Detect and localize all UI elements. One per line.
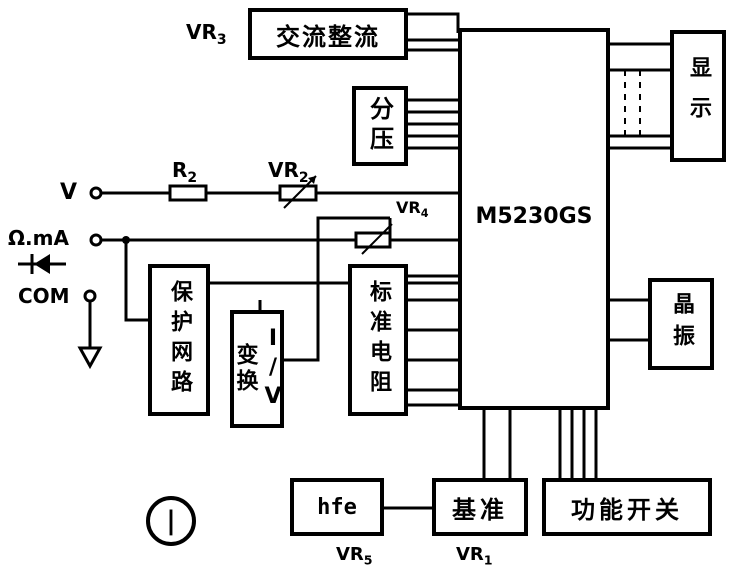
- ohm-terminal-dot: [89, 233, 103, 247]
- r2-resistor: [168, 184, 208, 202]
- ground-icon: [77, 346, 103, 370]
- standard-resistor-block: 标准电阻: [348, 264, 408, 416]
- protection-block: 保护网路: [148, 264, 210, 416]
- chip-block: M5230GS: [458, 28, 610, 410]
- com-terminal-dot: [83, 289, 97, 303]
- com-terminal-label: COM: [18, 284, 70, 308]
- vr4-resistor: [354, 231, 392, 249]
- crystal-label: 晶振: [669, 292, 694, 356]
- vr1-label: VR1: [456, 544, 493, 568]
- display-label: 显示: [686, 56, 711, 136]
- crystal-block: 晶振: [648, 278, 714, 370]
- function-switch-block: 功能开关: [542, 478, 712, 536]
- divider-label: 分压: [365, 96, 394, 156]
- v-terminal-label: V: [60, 180, 78, 205]
- chip-label: M5230GS: [475, 204, 593, 229]
- vr3-label: VR3: [186, 20, 227, 48]
- divider-block: 分压: [352, 86, 408, 166]
- r2-label: R2: [172, 158, 198, 186]
- vr4-label: VR4: [396, 198, 429, 221]
- ac-rectifier-label: 交流整流: [276, 22, 380, 51]
- reference-label: 基准: [452, 495, 508, 524]
- ac-rectifier-block: 交流整流: [248, 8, 408, 60]
- hfe-block: hfe: [290, 478, 384, 536]
- ohm-ma-terminal-label: Ω.mA: [8, 226, 69, 250]
- standard-resistor-label: 标准电阻: [366, 280, 391, 400]
- figure-number: |: [146, 496, 196, 546]
- iv-convert-label: I/V变换: [232, 325, 286, 413]
- v-terminal-dot: [89, 186, 103, 200]
- junction-dot: [122, 236, 130, 244]
- iv-convert-block: I/V变换: [230, 310, 286, 428]
- reference-block: 基准: [432, 478, 528, 536]
- hfe-label: hfe: [317, 494, 357, 520]
- diode-icon: [34, 254, 50, 274]
- display-block: 显示: [670, 30, 726, 162]
- protection-label: 保护网路: [167, 280, 192, 400]
- vr2-label: VR2: [268, 158, 309, 186]
- function-switch-label: 功能开关: [571, 495, 683, 524]
- vr5-label: VR5: [336, 544, 373, 568]
